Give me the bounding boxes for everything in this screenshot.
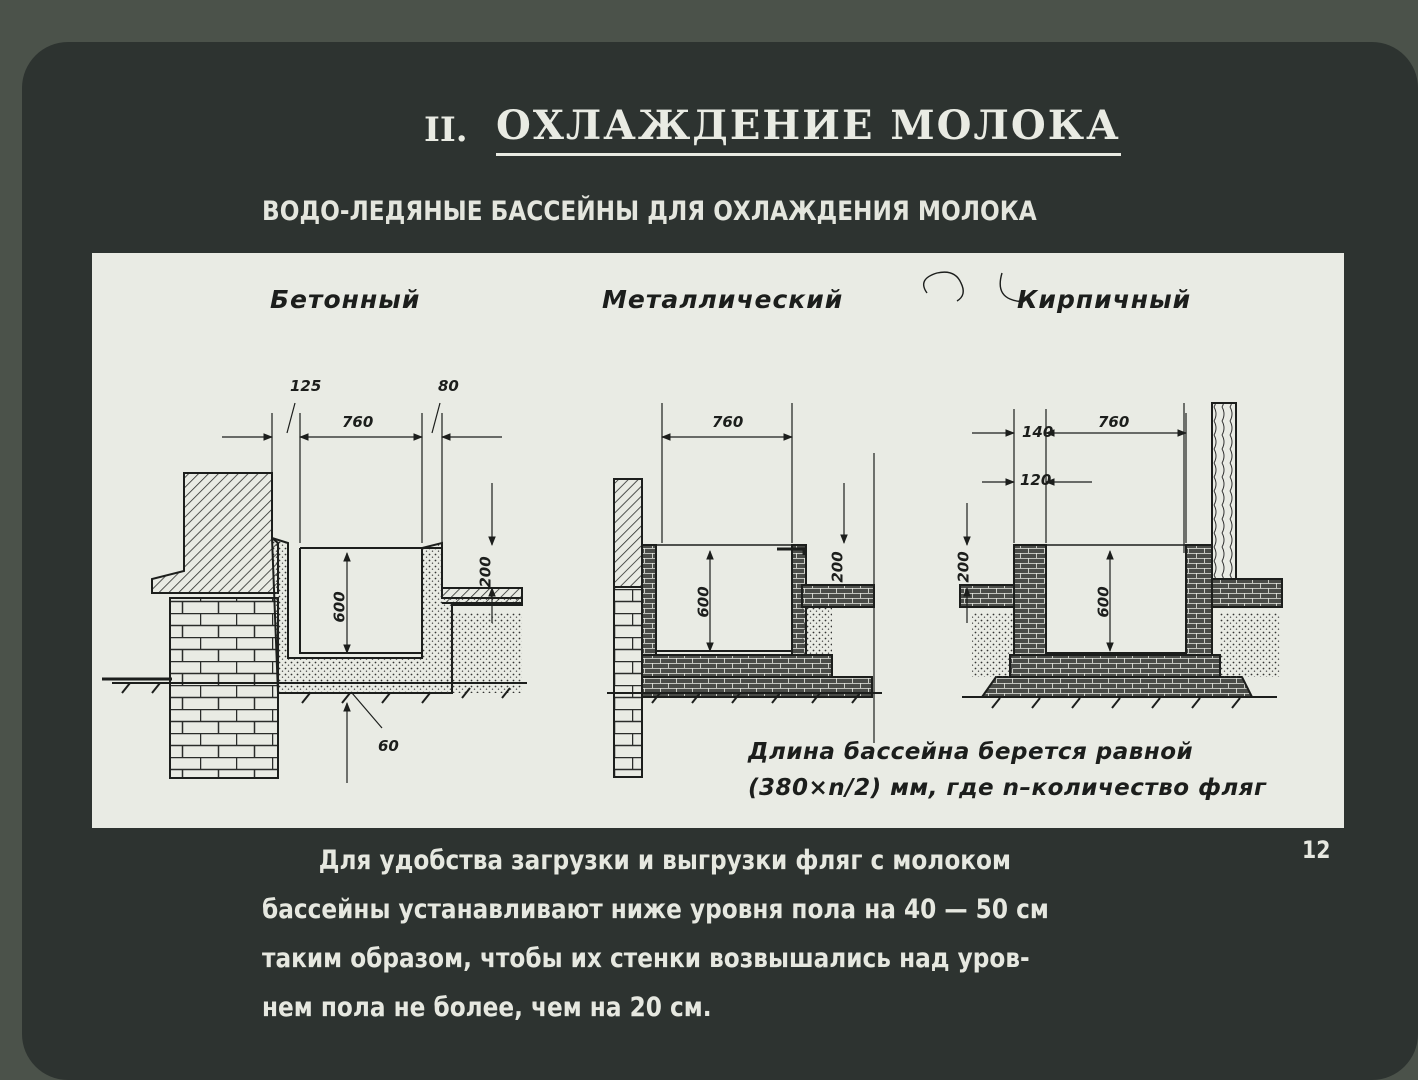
caption-line-4: нем пола не более, чем на 20 см. bbox=[262, 992, 712, 1023]
caption-line-2: бассейны устанавливают ниже уровня пола … bbox=[262, 894, 1049, 925]
dim-125: 125 bbox=[290, 377, 322, 395]
note-line-2: (380×n/2) мм, где n–количество фляг bbox=[748, 775, 1267, 801]
dim-600-brick: 600 bbox=[1094, 586, 1113, 618]
header-brick: Кирпичный bbox=[1017, 285, 1192, 314]
dim-760-concrete: 760 bbox=[342, 413, 374, 431]
caption-line-3: таким образом, чтобы их стенки возвышали… bbox=[262, 943, 1030, 974]
dim-760-brick: 760 bbox=[1098, 413, 1130, 431]
dim-60: 60 bbox=[378, 737, 399, 755]
section-number: II. bbox=[424, 110, 468, 150]
dim-120: 120 bbox=[1020, 471, 1052, 489]
page-number: 12 bbox=[1302, 836, 1331, 864]
header-concrete: Бетонный bbox=[270, 285, 421, 314]
caption: Для удобства загрузки и выгрузки фляг с … bbox=[262, 836, 1122, 1032]
drawing-lines bbox=[102, 271, 1283, 783]
slide-subtitle: ВОДО-ЛЕДЯНЫЕ БАССЕЙНЫ ДЛЯ ОХЛАЖДЕНИЯ МОЛ… bbox=[262, 196, 1037, 227]
dim-80: 80 bbox=[438, 377, 459, 395]
header-metal: Металлический bbox=[602, 285, 844, 314]
dim-200-brick: 200 bbox=[954, 551, 973, 583]
technical-drawing: Бетонный Металлический Кирпичный 125 760… bbox=[92, 253, 1344, 828]
dim-140: 140 bbox=[1022, 423, 1054, 441]
slide-title: ОХЛАЖДЕНИЕ МОЛОКА bbox=[496, 102, 1121, 156]
caption-line-1: Для удобства загрузки и выгрузки фляг с … bbox=[318, 845, 1011, 876]
note-line-1: Длина бассейна берется равной bbox=[748, 739, 1194, 765]
dim-600-metal: 600 bbox=[694, 586, 713, 618]
dim-760-metal: 760 bbox=[712, 413, 744, 431]
dim-200-metal: 200 bbox=[828, 551, 847, 583]
dim-600-concrete: 600 bbox=[330, 591, 349, 623]
dim-200-concrete: 200 bbox=[476, 556, 495, 588]
